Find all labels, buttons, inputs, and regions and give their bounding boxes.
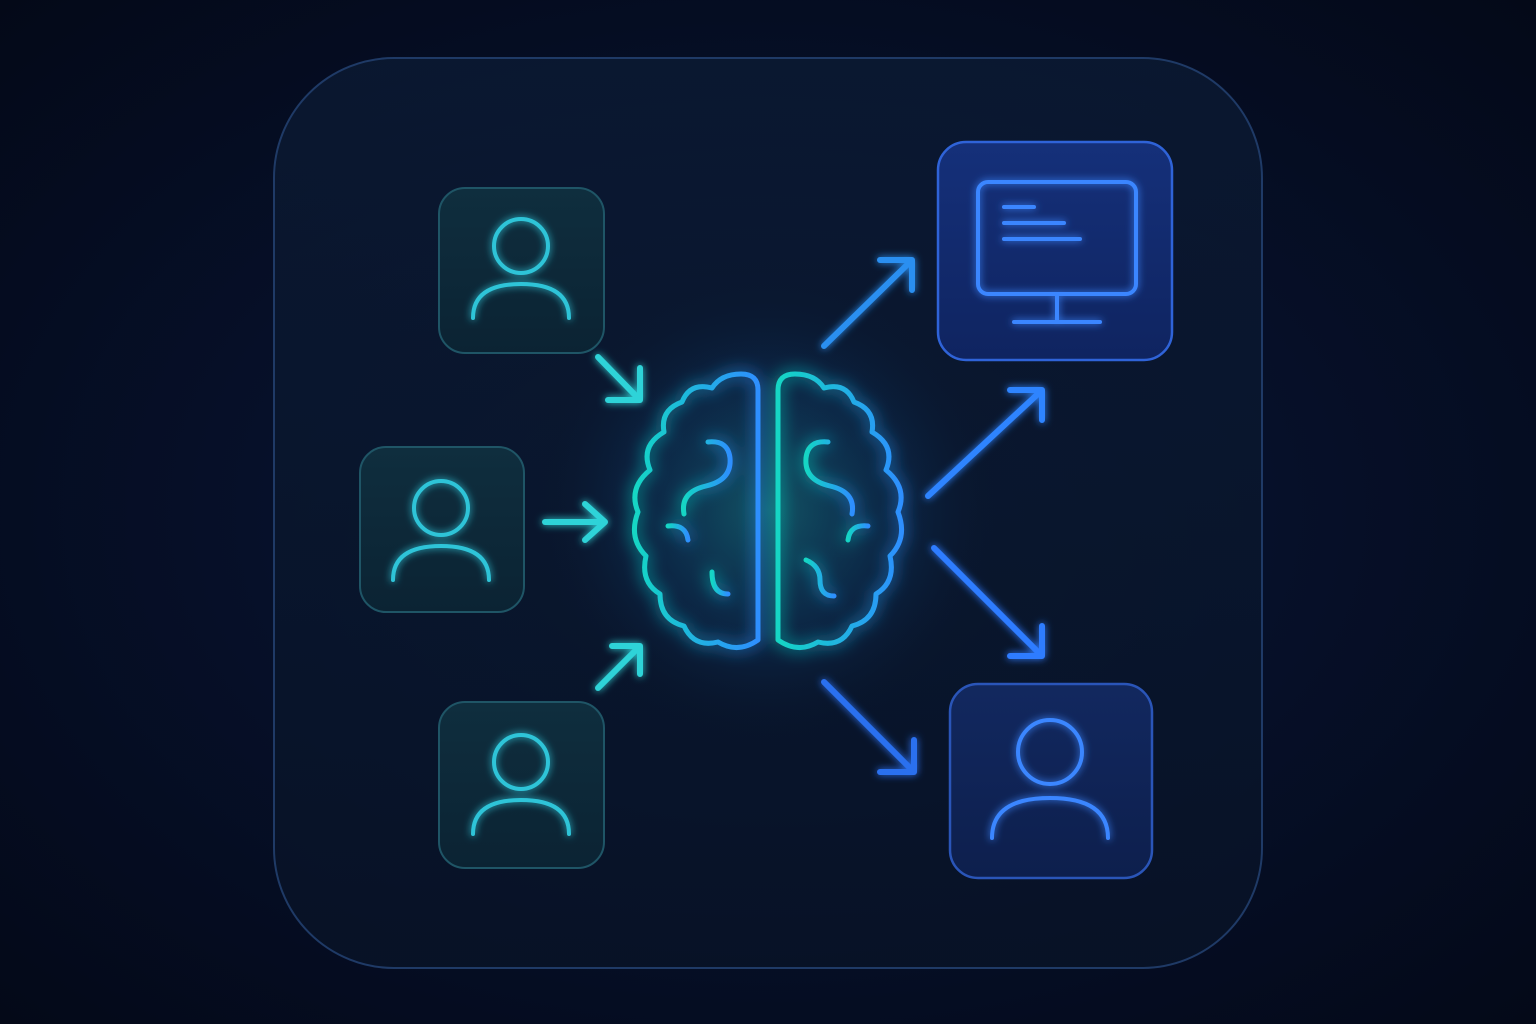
arrow-input-3 [595,643,643,691]
input-user-node-2 [359,446,525,613]
brain-icon [631,371,905,650]
user-icon [471,217,571,320]
arrow-output-monitor-2 [925,387,1045,499]
user-icon [391,479,491,582]
brain-glow [538,280,998,740]
monitor-icon [976,180,1138,324]
arrow-input-2 [542,501,608,543]
input-user-node-3 [438,701,605,869]
input-user-node-1 [438,187,605,354]
output-user-node [948,682,1154,880]
output-monitor-node [936,140,1174,362]
user-icon [990,718,1110,840]
user-icon [471,733,571,836]
arrow-output-user-1 [931,545,1045,659]
arrow-output-monitor-1 [821,257,915,349]
arrow-input-1 [595,354,643,403]
arrow-output-user-2 [821,679,917,775]
